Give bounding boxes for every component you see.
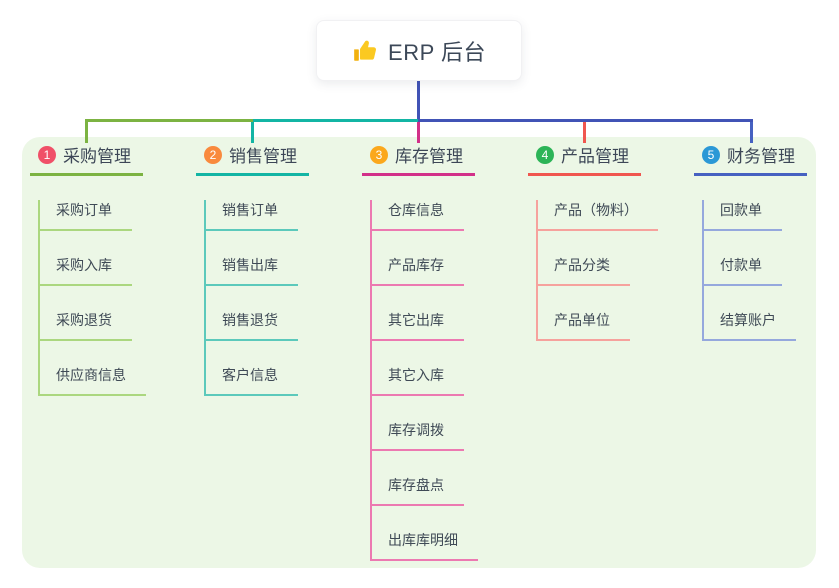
branch-children: 采购订单采购入库采购退货供应商信息 [30,200,190,396]
branch-node-label: 财务管理 [727,147,795,166]
branch-number-badge: 2 [204,145,222,164]
child-node[interactable]: 客户信息 [204,365,298,396]
root-node[interactable]: ERP 后台 [316,20,522,81]
bus-segment [418,119,753,122]
branch-node[interactable]: 4 产品管理 [528,143,641,176]
branch-node-label: 销售管理 [229,147,297,166]
branch-column: 2 销售管理 销售订单销售出库销售退货客户信息 [196,143,356,396]
child-node-label: 付款单 [720,257,762,273]
branch-children: 回款单付款单结算账户 [694,200,839,341]
branch-drop-line [750,119,753,143]
bus-segment [85,119,253,122]
child-node-label: 供应商信息 [56,367,126,383]
child-node-label: 回款单 [720,202,762,218]
child-node-label: 销售订单 [222,202,278,218]
child-node[interactable]: 销售订单 [204,200,298,231]
child-node-label: 出库库明细 [388,532,458,548]
branch-node[interactable]: 1 采购管理 [30,143,143,176]
branch-connector-line [204,200,206,395]
map-panel [22,137,816,568]
branch-connector-line [702,200,704,340]
child-node[interactable]: 库存调拨 [370,420,464,451]
branch-drop-line [85,119,88,143]
child-node[interactable]: 回款单 [702,200,782,231]
child-node-label: 产品（物料） [554,202,638,218]
child-node[interactable]: 仓库信息 [370,200,464,231]
branch-drop-line [417,119,420,143]
child-node[interactable]: 采购入库 [38,255,132,286]
child-node[interactable]: 采购订单 [38,200,132,231]
child-node-label: 其它入库 [388,367,444,383]
branch-connector-line [38,200,40,395]
branch-node[interactable]: 3 库存管理 [362,143,475,176]
child-node[interactable]: 产品库存 [370,255,464,286]
branch-connector-line [370,200,372,560]
branch-number-badge: 1 [38,145,56,164]
branch-number-badge: 3 [370,145,388,164]
branch-node-label: 产品管理 [561,147,629,166]
child-node-label: 结算账户 [720,312,776,328]
root-stem-line [417,81,420,122]
branch-connector-line [536,200,538,340]
child-node[interactable]: 销售退货 [204,310,298,341]
branch-column: 4 产品管理 产品（物料） 产品分类产品单位 [528,143,688,341]
branch-node[interactable]: 5 财务管理 [694,143,807,176]
branch-column: 5 财务管理 回款单付款单结算账户 [694,143,839,341]
child-node[interactable]: 付款单 [702,255,782,286]
branch-node-label: 库存管理 [395,147,463,166]
child-node[interactable]: 其它入库 [370,365,464,396]
branch-number-badge: 4 [536,145,554,164]
child-node-label: 库存调拨 [388,422,444,438]
thumbs-up-icon [352,38,378,64]
branch-drop-line [583,119,586,143]
branch-children: 仓库信息产品库存其它出库其它入库库存调拨库存盘点出库库明细 [362,200,522,561]
child-node-label: 库存盘点 [388,477,444,493]
child-node-label: 销售出库 [222,257,278,273]
child-node-label: 仓库信息 [388,202,444,218]
child-node-label: 产品分类 [554,257,610,273]
branch-number-badge: 5 [702,145,720,164]
child-node-label: 客户信息 [222,367,278,383]
child-node-label: 采购入库 [56,257,112,273]
child-node-label: 采购退货 [56,312,112,328]
branch-node-label: 采购管理 [63,147,131,166]
root-node-title: ERP 后台 [388,39,486,65]
branch-children: 产品（物料） 产品分类产品单位 [528,200,688,341]
child-node[interactable]: 库存盘点 [370,475,464,506]
branch-drop-line [251,119,254,143]
branch-children: 销售订单销售出库销售退货客户信息 [196,200,356,396]
child-node-label: 其它出库 [388,312,444,328]
child-node[interactable]: 其它出库 [370,310,464,341]
child-node[interactable]: 结算账户 [702,310,796,341]
child-node-label: 产品单位 [554,312,610,328]
branch-node[interactable]: 2 销售管理 [196,143,309,176]
child-node[interactable]: 出库库明细 [370,530,478,561]
child-node[interactable]: 产品分类 [536,255,630,286]
child-node-label: 产品库存 [388,257,444,273]
child-node[interactable]: 采购退货 [38,310,132,341]
child-node[interactable]: 产品单位 [536,310,630,341]
child-node-label: 采购订单 [56,202,112,218]
branch-column: 1 采购管理 采购订单采购入库采购退货供应商信息 [30,143,190,396]
child-node-label: 销售退货 [222,312,278,328]
child-node[interactable]: 销售出库 [204,255,298,286]
child-node[interactable]: 产品（物料） [536,200,658,231]
branch-column: 3 库存管理 仓库信息产品库存其它出库其它入库库存调拨库存盘点出库库明细 [362,143,522,561]
bus-segment [253,119,418,122]
child-node[interactable]: 供应商信息 [38,365,146,396]
